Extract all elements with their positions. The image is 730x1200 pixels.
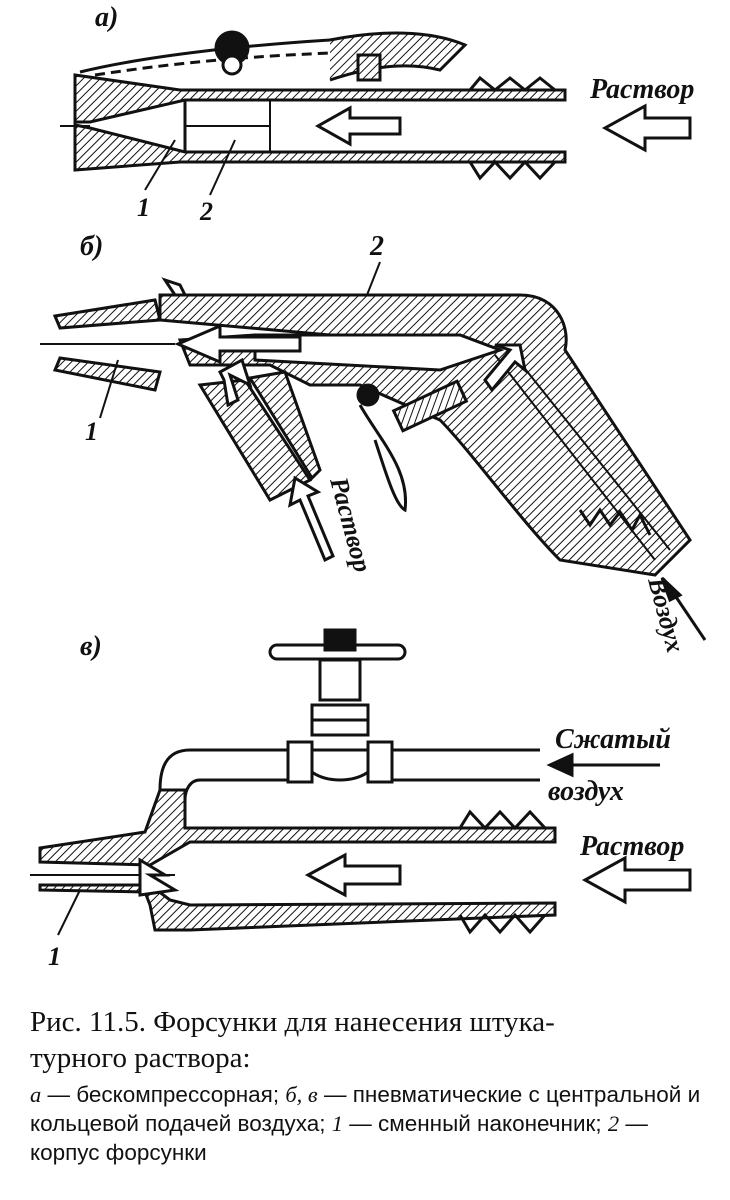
caption-legend: а — бескомпрессорная; б, в — пневматичес… [30,1080,720,1167]
panel-b-trigger [356,379,469,513]
panel-a-lever [79,30,468,82]
panel-v-flow-label: Раствор [579,831,684,862]
panel-b-air-arrow [660,576,707,641]
panel-v-air-label-line1: Сжатый [555,724,671,755]
panel-v-air-label-line2: воздух [548,776,624,807]
panel-a-letter: а) [95,2,118,33]
panel-b-internal-arrows [174,323,528,408]
caption-text-1: — сменный наконечник; [342,1111,608,1136]
panel-b-mortar-label: Раствор [324,473,377,575]
panel-b-tip [40,298,175,392]
caption-title: Рис. 11.5. Форсунки для нанесения штука-… [30,1004,720,1076]
panel-b-part-2: 2 [369,231,384,262]
nozzle-diagram: а) Раствор [30,2,707,971]
panel-v-letter: в) [80,631,102,662]
caption-title-line2: турного раствора: [30,1042,251,1074]
panel-a-flow-label: Раствор [589,74,694,105]
caption-title-line1: Рис. 11.5. Форсунки для нанесения штука- [30,1006,555,1038]
panel-a-input-arrow [601,103,692,153]
panel-b-part-1: 1 [85,417,98,446]
panel-a: а) Раствор [60,2,694,226]
panel-v-body [30,788,557,935]
panel-a-leaders [144,139,236,196]
panel-b-body [158,277,692,577]
panel-v-input-arrow [581,855,692,905]
panel-b-air-label: Воздух [642,573,690,655]
caption-key-a: а [30,1082,42,1107]
caption-key-bv: б, в [285,1082,318,1107]
panel-a-flow-arrow [314,105,402,147]
caption-text-bv: — пневматические с центральной и кольцев… [30,1082,701,1136]
panel-v-air-arrow [546,752,660,778]
panel-b: б) 2 [40,231,707,656]
panel-a-part-2: 2 [199,197,213,226]
panel-v: в) [30,628,692,971]
panel-a-body [60,73,567,181]
panel-v-part-1: 1 [48,942,61,971]
caption-key-2: 2 [607,1111,620,1136]
panel-b-letter: б) [80,231,103,262]
panel-v-valve [268,628,407,784]
figure-caption: Рис. 11.5. Форсунки для нанесения штука-… [30,1004,720,1167]
panel-v-internal-arrows [138,852,402,898]
caption-key-1: 1 [331,1111,343,1136]
panel-b-mortar-inlet [197,370,322,502]
caption-text-2: — корпус форсунки [30,1111,648,1165]
panel-a-part-1: 1 [137,193,150,222]
caption-text-a: — бескомпрессорная; [41,1082,286,1107]
panel-b-mortar-arrow [287,475,335,563]
